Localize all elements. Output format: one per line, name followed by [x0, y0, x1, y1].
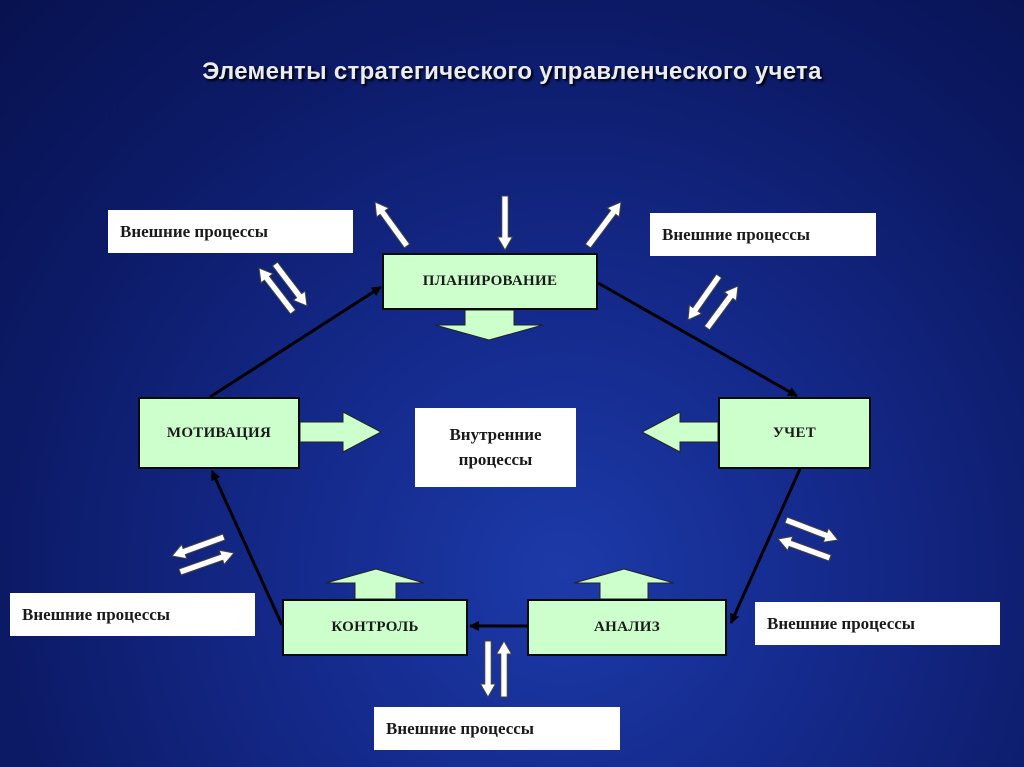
block-arrow-left-icon [640, 411, 719, 453]
white-arrow-icon [495, 639, 513, 698]
node-motivation: МОТИВАЦИЯ [138, 397, 300, 469]
block-arrow-up-icon [573, 568, 675, 600]
internal-processes-line2: процессы [458, 449, 533, 469]
white-arrow-icon [784, 516, 839, 543]
block-arrow-up-icon [325, 568, 425, 600]
external-process-bottom: Внешние процессы [374, 707, 620, 750]
cycle-arrow-accounting-to-analysis [729, 468, 802, 624]
node-accounting: УЧЕТ [718, 397, 871, 469]
white-arrow-icon [374, 201, 411, 249]
node-planning: ПЛАНИРОВАНИЕ [382, 253, 598, 310]
block-arrow-down-icon [434, 309, 544, 341]
internal-processes-line1: Внутренние [449, 424, 542, 444]
cycle-arrow-motivation-to-planning [209, 285, 382, 399]
white-arrow-icon [584, 201, 622, 249]
block-arrow-right-icon [299, 411, 383, 453]
external-process-top-left: Внешние процессы [108, 210, 353, 253]
white-arrow-icon [479, 640, 497, 699]
external-process-mid-left: Внешние процессы [10, 593, 255, 636]
white-arrow-icon [171, 533, 226, 560]
white-arrow-icon [178, 549, 235, 576]
internal-processes-label: Внутренние процессы [415, 408, 576, 487]
cycle-arrow-control-to-motivation [210, 470, 284, 626]
white-arrow-icon [687, 273, 723, 321]
page-title: Элементы стратегического управленческого… [202, 58, 822, 85]
node-control: КОНТРОЛЬ [282, 599, 468, 656]
white-arrow-icon [777, 535, 832, 562]
node-analysis: АНАЛИЗ [527, 599, 727, 656]
white-arrow-icon [496, 195, 514, 252]
external-exchange-arrows [171, 195, 839, 699]
white-arrow-icon [271, 261, 308, 307]
white-arrow-icon [258, 267, 297, 315]
white-arrow-icon [703, 285, 739, 331]
cycle-arrow-planning-to-accounting [597, 281, 798, 398]
external-process-top-right: Внешние процессы [650, 213, 876, 256]
external-process-mid-right: Внешние процессы [755, 602, 1000, 645]
